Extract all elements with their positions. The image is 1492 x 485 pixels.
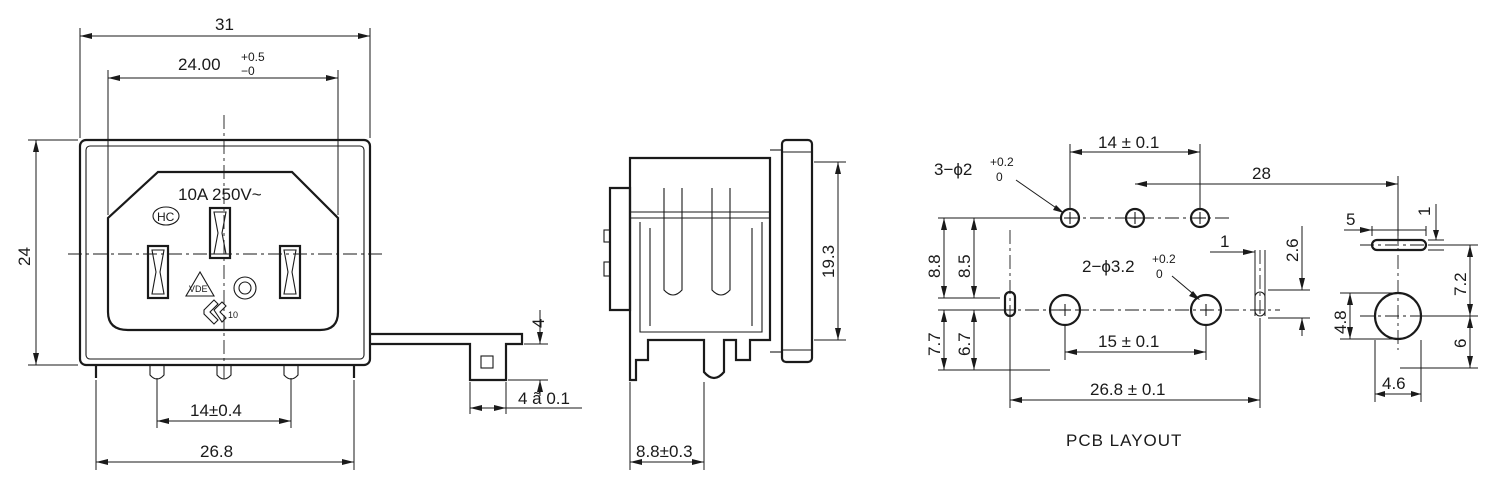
svg-text:24.00: 24.00 xyxy=(178,55,221,74)
svg-text:5: 5 xyxy=(1346,210,1355,229)
front-view: 10A 250V~ HC VDE 10 31 xyxy=(15,15,582,470)
pcb-hole-small-2 xyxy=(1124,207,1146,229)
svg-text:4: 4 xyxy=(529,319,548,328)
dim-top-pitch: 14 ± 0.1 xyxy=(1069,133,1201,208)
pcb-hole-large-1 xyxy=(1048,293,1082,327)
svg-text:0: 0 xyxy=(996,170,1003,184)
dim-28: 28 xyxy=(1135,164,1399,236)
dim-bottom-pitch: 15 ± 0.1 xyxy=(1064,326,1207,360)
svg-text:24: 24 xyxy=(15,247,34,266)
dim-pin-pitch: 14±0.4 xyxy=(156,378,292,428)
svg-text:26.8: 26.8 xyxy=(200,442,233,461)
dim-5: 5 xyxy=(1344,210,1427,236)
dim-width-overall: 31 xyxy=(79,15,371,138)
rating-label: 10A 250V~ xyxy=(178,185,262,204)
svg-text:1: 1 xyxy=(1415,207,1434,216)
front-housing xyxy=(78,138,372,367)
ccc-mark xyxy=(233,276,257,300)
dim-4-6: 4.6 xyxy=(1374,340,1422,402)
pcb-layout-title: PCB LAYOUT xyxy=(1066,431,1182,450)
svg-text:3−ϕ2: 3−ϕ2 xyxy=(934,160,972,179)
pin-earth xyxy=(208,206,232,260)
front-leads xyxy=(94,365,356,380)
dim-6-7: 6.7 xyxy=(955,310,977,370)
pcb-layout: 3−ϕ2 +0.2 0 2−ϕ3.2 +0.2 0 14 ± 0.1 2 xyxy=(925,133,1478,450)
svg-text:+0.2: +0.2 xyxy=(990,155,1014,169)
svg-text:6: 6 xyxy=(1451,339,1470,348)
svg-text:7.7: 7.7 xyxy=(925,332,944,356)
label-hole3: 3−ϕ2 +0.2 0 xyxy=(934,155,1064,213)
svg-text:7.2: 7.2 xyxy=(1451,272,1470,296)
svg-text:0: 0 xyxy=(1156,267,1163,281)
svg-text:2.6: 2.6 xyxy=(1283,238,1302,262)
front-housing-inner xyxy=(85,145,365,360)
svg-text:4 ã 0.1: 4 ã 0.1 xyxy=(518,389,570,408)
svg-text:31: 31 xyxy=(215,15,234,34)
svg-text:28: 28 xyxy=(1252,164,1271,183)
pcb-slot-left xyxy=(1003,290,1017,318)
svg-text:8.5: 8.5 xyxy=(955,254,974,278)
dim-6: 6 xyxy=(1400,316,1478,369)
pcb-hole-small-1 xyxy=(1059,207,1081,229)
svg-text:8.8: 8.8 xyxy=(925,254,944,278)
hc-mark-text: HC xyxy=(157,210,175,224)
svg-text:19.3: 19.3 xyxy=(819,245,838,278)
svg-text:+0.5: +0.5 xyxy=(241,50,265,64)
dim-7-7: 7.7 xyxy=(925,309,1050,371)
pcb-hole-large-2 xyxy=(1189,293,1223,327)
vde-mark-text: VDE xyxy=(189,284,208,294)
svg-text:−0: −0 xyxy=(241,64,255,78)
dim-1-mid: 1 xyxy=(1210,232,1266,316)
pcb-hole-small-3 xyxy=(1189,207,1211,229)
vde-mark-triangle xyxy=(185,270,215,297)
svg-text:+0.2: +0.2 xyxy=(1152,252,1176,266)
dim-pins-outer: 26.8 xyxy=(95,380,355,470)
dim-depth: 8.8±0.3 xyxy=(629,382,705,470)
label-hole2: 2−ϕ3.2 +0.2 0 xyxy=(1082,252,1200,300)
svg-text:4.8: 4.8 xyxy=(1331,310,1350,334)
cqc-mark xyxy=(203,299,227,325)
dim-tab-width: 4 ã 0.1 xyxy=(469,382,582,414)
svg-text:1: 1 xyxy=(1220,232,1229,251)
side-view: 19.3 8.8±0.3 xyxy=(603,138,846,470)
dim-2-6: 2.6 xyxy=(1268,226,1310,336)
svg-text:8.8±0.3: 8.8±0.3 xyxy=(636,442,693,461)
cqc-mark-text: 10 xyxy=(228,310,238,320)
dim-flange-height: 19.3 xyxy=(814,161,846,341)
dim-4-8: 4.8 xyxy=(1331,292,1396,340)
dim-8-8: 8.8 xyxy=(925,217,1060,299)
svg-text:14 ± 0.1: 14 ± 0.1 xyxy=(1098,133,1159,152)
dim-8-5: 8.5 xyxy=(955,218,977,298)
dim-1-top: 1 xyxy=(1415,204,1444,251)
dim-opening-width: 24.00 +0.5 −0 xyxy=(107,50,339,215)
dim-26-8: 26.8 ± 0.1 xyxy=(1009,318,1261,408)
svg-text:15 ± 0.1: 15 ± 0.1 xyxy=(1098,332,1159,351)
svg-text:14±0.4: 14±0.4 xyxy=(190,401,242,420)
pin-left xyxy=(146,244,170,300)
svg-text:2−ϕ3.2: 2−ϕ3.2 xyxy=(1082,257,1135,276)
hc-mark xyxy=(152,206,180,226)
dim-height: 24 xyxy=(15,139,78,366)
dim-tab-height: 4 xyxy=(508,310,548,396)
svg-text:26.8 ± 0.1: 26.8 ± 0.1 xyxy=(1090,380,1166,399)
side-flange xyxy=(780,138,814,364)
svg-text:6.7: 6.7 xyxy=(955,332,974,356)
svg-text:4.6: 4.6 xyxy=(1382,374,1406,393)
dim-7-2: 7.2 xyxy=(1422,244,1478,317)
side-body xyxy=(628,156,772,382)
socket-opening xyxy=(106,170,340,332)
pin-right xyxy=(278,244,302,300)
ground-tab xyxy=(370,332,524,382)
